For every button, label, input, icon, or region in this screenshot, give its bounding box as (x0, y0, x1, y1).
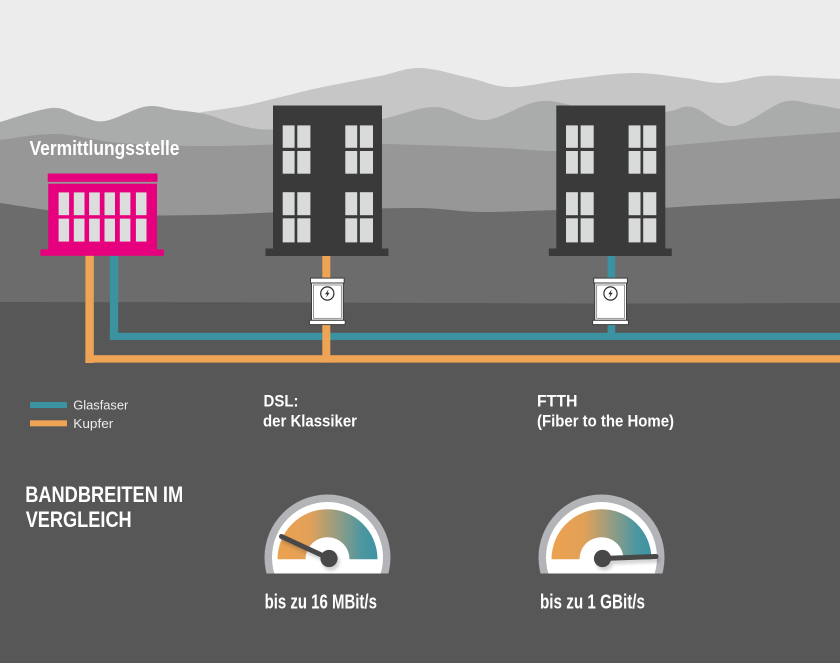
svg-text:FTTH: FTTH (537, 392, 578, 411)
svg-text:bis zu 16 MBit/s: bis zu 16 MBit/s (265, 592, 377, 614)
svg-text:Vermittlungsstelle: Vermittlungsstelle (30, 138, 180, 160)
svg-text:VERGLEICH: VERGLEICH (26, 507, 132, 532)
svg-text:der Klassiker: der Klassiker (263, 412, 357, 431)
svg-text:(Fiber to the Home): (Fiber to the Home) (537, 412, 674, 431)
svg-text:DSL:: DSL: (264, 392, 299, 411)
svg-text:BANDBREITEN IM: BANDBREITEN IM (25, 482, 183, 507)
svg-text:Glasfaser: Glasfaser (73, 399, 128, 413)
svg-text:Kupfer: Kupfer (73, 417, 113, 431)
svg-text:bis zu 1 GBit/s: bis zu 1 GBit/s (540, 592, 645, 614)
